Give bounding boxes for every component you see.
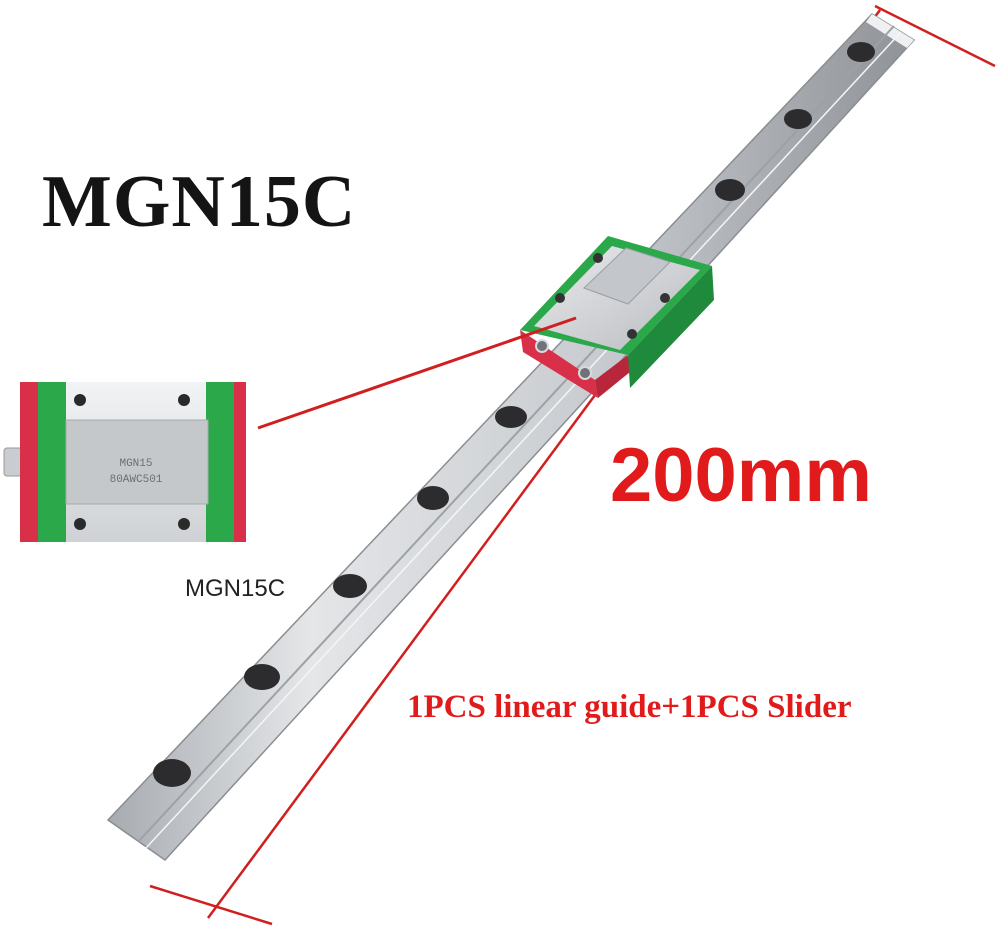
- length-label: 200mm: [610, 433, 872, 518]
- linear-rail: [106, 13, 916, 861]
- rail-hole: [847, 42, 875, 62]
- slider-block: [520, 236, 714, 398]
- rail-hole: [244, 664, 280, 690]
- rail-hole: [495, 406, 527, 428]
- inset-engraving-2: 80AWC501: [110, 474, 163, 486]
- inset-engraving-1: MGN15: [119, 458, 152, 470]
- rail-holes: [153, 42, 875, 787]
- package-contents-label: 1PCS linear guide+1PCS Slider: [407, 689, 852, 725]
- rail-hole: [784, 109, 812, 129]
- rail-hole: [333, 574, 367, 598]
- rail-hole: [417, 486, 449, 510]
- inset-model-label: MGN15C: [185, 575, 286, 602]
- callout-pointer: [257, 316, 577, 430]
- rail-hole: [715, 179, 745, 201]
- rail-hole: [153, 759, 191, 787]
- product-title: MGN15C: [42, 161, 357, 243]
- inset-block: MGN15 80AWC501: [3, 382, 246, 542]
